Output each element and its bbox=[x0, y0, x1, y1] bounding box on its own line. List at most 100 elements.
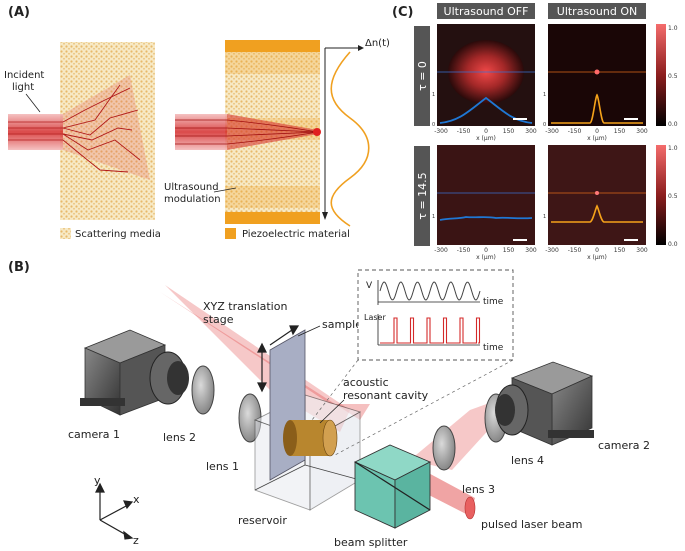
acoustic-leader bbox=[319, 399, 345, 424]
reservoir-label: reservoir bbox=[238, 514, 287, 527]
cbar-r2-0: 0.0 bbox=[668, 241, 678, 248]
xtick-r2-0-1: -150 bbox=[457, 247, 471, 254]
xlabel-r1-1: x (μm) bbox=[587, 135, 607, 142]
stage-arrows bbox=[257, 325, 300, 393]
panel-a-tag: (A) bbox=[8, 5, 30, 20]
scalebar-off-t145 bbox=[513, 239, 527, 241]
img-off-t145 bbox=[437, 145, 535, 245]
col-off-header bbox=[437, 3, 535, 19]
inset-laser-label: Laser bbox=[364, 313, 386, 322]
scalebar-off-t0 bbox=[513, 118, 527, 120]
beam-splitter-diagonal bbox=[354, 461, 431, 511]
xtick-r2-1-0: -300 bbox=[545, 247, 559, 254]
acoustic-cavity-front bbox=[322, 419, 338, 457]
sample-label: sample bbox=[322, 318, 362, 331]
col-on-text: Ultrasound ON bbox=[557, 5, 637, 18]
beam-to-camera1 bbox=[160, 292, 370, 420]
row2-header bbox=[414, 146, 430, 246]
panel-c-tag: (C) bbox=[392, 5, 413, 20]
y-one-off-t145: 1 bbox=[432, 214, 435, 220]
curve-on-t0 bbox=[551, 93, 643, 124]
xlabel-r2-1: x (μm) bbox=[587, 254, 607, 261]
sample-plate bbox=[269, 329, 306, 481]
sample-leader bbox=[297, 325, 321, 337]
beam-splitter-label: beam splitter bbox=[334, 536, 408, 549]
inset-leader-1 bbox=[311, 359, 359, 421]
laser-beam-end bbox=[464, 496, 476, 520]
xtick-r1-1-3: 150 bbox=[614, 128, 626, 135]
xtick-r2-0-0: -300 bbox=[434, 247, 448, 254]
legend-scattering-text: Scattering media bbox=[75, 229, 161, 240]
inset-leader-2 bbox=[334, 359, 514, 456]
spot-on-t145 bbox=[595, 191, 599, 195]
delta-n-wave bbox=[330, 51, 370, 227]
panel-c: (C) Ultrasound OFF Ultrasound ON τ = 0 τ… bbox=[392, 3, 678, 261]
cbar-r1-1: 1.0 bbox=[668, 25, 678, 32]
scattered-light-cone bbox=[63, 75, 150, 180]
lens1-label: lens 1 bbox=[206, 460, 239, 473]
y-one-on-t145: 1 bbox=[543, 214, 546, 220]
incident-beam bbox=[8, 114, 63, 150]
xtick-r2-1-4: 300 bbox=[636, 247, 648, 254]
colorbar-row1 bbox=[656, 24, 666, 126]
acoustic-cavity-back bbox=[283, 420, 297, 456]
lens3-label: lens 3 bbox=[462, 483, 495, 496]
xtick-r1-0-3: 150 bbox=[503, 128, 515, 135]
focused-rays bbox=[175, 119, 319, 145]
row1-header bbox=[414, 26, 430, 126]
xlabel-r2-0: x (μm) bbox=[476, 254, 496, 261]
laser-pulse-train bbox=[380, 317, 481, 344]
xtick-r1-1-4: 300 bbox=[636, 128, 648, 135]
xtick-r2-1-3: 150 bbox=[614, 247, 626, 254]
panel-b-tag: (B) bbox=[8, 260, 30, 275]
ultrasound-sine-wave bbox=[379, 281, 481, 301]
cbar-r1-05: 0.5 bbox=[668, 73, 678, 80]
ultrasound-modulation-leader bbox=[213, 187, 237, 193]
time-arrow bbox=[322, 212, 328, 220]
incident-rays bbox=[8, 121, 63, 141]
curve-off-t145 bbox=[439, 216, 533, 221]
xtick-r2-0-2: 0 bbox=[484, 247, 488, 254]
axis-y-label: y bbox=[94, 474, 101, 487]
camera1-base bbox=[80, 398, 125, 406]
pulsed-laser-label: pulsed laser beam bbox=[481, 518, 583, 531]
delta-n-arrow bbox=[358, 45, 364, 51]
col-on-header bbox=[548, 3, 646, 19]
cbar-r1-0: 0.0 bbox=[668, 121, 678, 128]
xtick-r1-0-0: -300 bbox=[434, 128, 448, 135]
legend-piezo-text: Piezoelectric material bbox=[242, 229, 350, 240]
focus-point bbox=[313, 128, 321, 136]
y-one-off-t0: 1 bbox=[432, 92, 435, 98]
inset-time2-label: time bbox=[483, 343, 504, 353]
spot-on-t0 bbox=[594, 69, 600, 75]
lens3-icon bbox=[432, 425, 456, 471]
scalebar-on-t145 bbox=[624, 239, 638, 241]
y-zero-on-t0: 0 bbox=[543, 122, 546, 128]
xtick-r2-0-4: 300 bbox=[525, 247, 537, 254]
row1-text: τ = 0 bbox=[416, 61, 429, 91]
lens2-icon bbox=[191, 365, 215, 415]
focused-beam-in bbox=[175, 114, 227, 150]
axis-triad bbox=[95, 482, 134, 540]
camera2-label: camera 2 bbox=[598, 439, 650, 452]
camera2-base bbox=[548, 430, 594, 438]
xtick-r1-1-0: -300 bbox=[545, 128, 559, 135]
incident-light-leader bbox=[25, 93, 41, 113]
lens4-label: lens 4 bbox=[511, 454, 544, 467]
curve-on-t145 bbox=[551, 204, 643, 223]
legend-scattering-swatch bbox=[60, 228, 71, 239]
xtick-r2-1-2: 0 bbox=[595, 247, 599, 254]
focused-beam-cone bbox=[227, 114, 318, 150]
xtick-r1-0-1: -150 bbox=[457, 128, 471, 135]
xtick-r2-0-3: 150 bbox=[503, 247, 515, 254]
colorbar-ticks: 1.0 0.5 0.0 1.0 0.5 0.0 bbox=[668, 25, 678, 248]
xtick-r1-0-2: 0 bbox=[484, 128, 488, 135]
xtick-r1-1-2: 0 bbox=[595, 128, 599, 135]
camera2-aperture bbox=[495, 394, 515, 426]
